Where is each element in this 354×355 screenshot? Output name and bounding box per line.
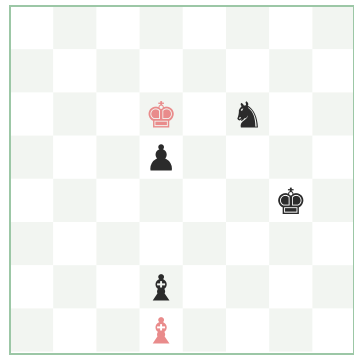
board-square[interactable] bbox=[226, 265, 269, 308]
board-square[interactable] bbox=[10, 265, 53, 308]
red-bishop-piece[interactable]: ♝ bbox=[145, 312, 177, 353]
board-square[interactable] bbox=[140, 6, 183, 49]
board-square[interactable] bbox=[53, 179, 96, 222]
board-square[interactable] bbox=[183, 265, 226, 308]
board-square[interactable] bbox=[312, 6, 354, 49]
board-square[interactable] bbox=[53, 265, 96, 308]
board-square[interactable] bbox=[269, 49, 312, 92]
board-square[interactable] bbox=[183, 6, 226, 49]
black-bishop-piece[interactable]: ♝ bbox=[145, 268, 177, 309]
board-square[interactable] bbox=[183, 222, 226, 265]
board-square[interactable] bbox=[312, 92, 354, 135]
board-square[interactable] bbox=[53, 308, 96, 351]
board-square[interactable] bbox=[10, 92, 53, 135]
board-square[interactable] bbox=[226, 136, 269, 179]
board-square[interactable] bbox=[226, 6, 269, 49]
board-square[interactable] bbox=[140, 49, 183, 92]
board-square[interactable] bbox=[183, 179, 226, 222]
board-square[interactable] bbox=[226, 179, 269, 222]
board-square[interactable] bbox=[269, 308, 312, 351]
board-square[interactable] bbox=[53, 136, 96, 179]
board-square[interactable] bbox=[96, 49, 139, 92]
board-square[interactable] bbox=[183, 308, 226, 351]
board-square[interactable] bbox=[312, 49, 354, 92]
board-square[interactable] bbox=[183, 136, 226, 179]
board-square[interactable] bbox=[312, 179, 354, 222]
board-square[interactable] bbox=[96, 179, 139, 222]
board-square[interactable] bbox=[312, 308, 354, 351]
board-square[interactable] bbox=[312, 265, 354, 308]
board-square[interactable] bbox=[10, 136, 53, 179]
board-square[interactable] bbox=[269, 6, 312, 49]
red-king-piece[interactable]: ♚ bbox=[145, 96, 177, 137]
board-square[interactable] bbox=[140, 179, 183, 222]
board-square[interactable] bbox=[226, 308, 269, 351]
board-square[interactable] bbox=[312, 136, 354, 179]
board-square[interactable] bbox=[53, 49, 96, 92]
board-square[interactable] bbox=[269, 92, 312, 135]
board-square[interactable] bbox=[53, 222, 96, 265]
black-king-piece[interactable]: ♚ bbox=[275, 182, 307, 223]
board-square[interactable] bbox=[226, 222, 269, 265]
board-square[interactable] bbox=[53, 92, 96, 135]
board-squares bbox=[10, 6, 354, 352]
board-square[interactable] bbox=[312, 222, 354, 265]
board-square[interactable] bbox=[96, 222, 139, 265]
board-square[interactable] bbox=[269, 136, 312, 179]
board-square[interactable] bbox=[96, 308, 139, 351]
board-square[interactable] bbox=[140, 222, 183, 265]
board-square[interactable] bbox=[269, 265, 312, 308]
board-square[interactable] bbox=[10, 308, 53, 351]
board-square[interactable] bbox=[96, 265, 139, 308]
board-square[interactable] bbox=[96, 92, 139, 135]
board-square[interactable] bbox=[183, 49, 226, 92]
board-square[interactable] bbox=[96, 136, 139, 179]
board-square[interactable] bbox=[269, 222, 312, 265]
board-square[interactable] bbox=[53, 6, 96, 49]
board-square[interactable] bbox=[226, 49, 269, 92]
black-knight-piece[interactable]: ♞ bbox=[231, 96, 263, 137]
board-square[interactable] bbox=[183, 92, 226, 135]
black-pawn-piece[interactable]: ♟ bbox=[145, 139, 177, 180]
board-square[interactable] bbox=[10, 179, 53, 222]
board-square[interactable] bbox=[10, 49, 53, 92]
board-square[interactable] bbox=[96, 6, 139, 49]
board-square[interactable] bbox=[10, 222, 53, 265]
board-square[interactable] bbox=[10, 6, 53, 49]
